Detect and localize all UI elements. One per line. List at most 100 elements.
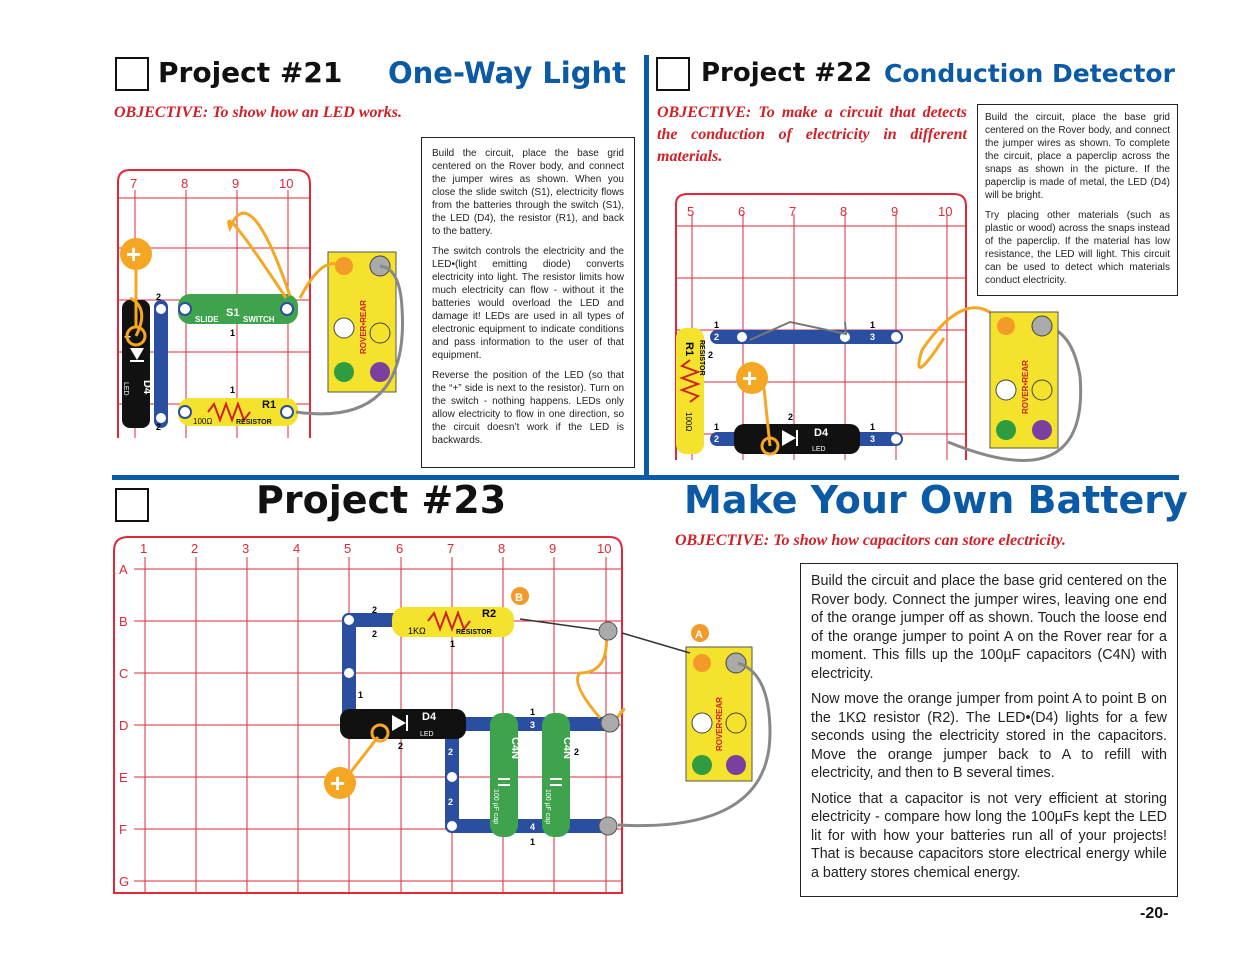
snap-number: 2: [156, 422, 161, 432]
snap-number: 2: [574, 747, 579, 757]
project22-subtitle: Conduction Detector: [884, 59, 1175, 88]
grid-col-label: 8: [181, 176, 188, 191]
grid-row-label: A: [119, 562, 128, 577]
resistor-r1-part: [178, 398, 298, 426]
paragraph: Try placing other materials (such as pla…: [985, 210, 1170, 286]
project21-checkbox[interactable]: [115, 57, 149, 91]
snap-number: 1: [358, 690, 363, 700]
point-b-marker: [511, 587, 529, 605]
capacitor-c4n-label: C4N: [561, 737, 573, 759]
snap-number: 2: [714, 332, 719, 342]
snap-number: 1: [230, 328, 235, 338]
plus-marker-icon: [736, 362, 768, 394]
rover-rear-label: ROVER•REAR: [1021, 360, 1030, 414]
project23-subtitle: Make Your Own Battery: [684, 478, 1188, 522]
grid-col-label: 7: [789, 204, 796, 219]
grid-col-label: 9: [891, 204, 898, 219]
grid-col-label: 7: [447, 541, 454, 556]
resistor-kohm-label: 1KΩ: [408, 626, 426, 636]
paragraph: Build the circuit, place the base grid c…: [985, 112, 1170, 201]
plus-sign: +: [742, 363, 757, 393]
grid-col-label: 9: [549, 541, 556, 556]
project23-circuit-diagram: 1 2 3 4 5 6 7 8 9 10 A B C D E F G 2 2 1…: [113, 536, 772, 894]
project22-instructions: Build the circuit, place the base grid c…: [977, 104, 1178, 296]
rover-rear-label: ROVER•REAR: [715, 697, 724, 751]
section-divider-horizontal: [112, 475, 1179, 480]
paragraph: The switch controls the electricity and …: [432, 246, 624, 361]
paragraph: Build the circuit, place the base grid c…: [432, 148, 624, 237]
project21-objective: OBJECTIVE: To show how an LED works.: [114, 104, 402, 121]
paragraph: Build the circuit and place the base gri…: [811, 573, 1167, 682]
plus-marker-icon: [120, 238, 152, 270]
snap-number: 4: [530, 822, 535, 832]
snap-number: 1: [530, 837, 535, 847]
grid-col-label: 3: [242, 541, 249, 556]
project23-title: Project #23: [256, 478, 507, 522]
slide-label: SLIDE: [195, 315, 219, 324]
plus-marker-icon: [324, 767, 356, 799]
capacitor-value-label: 100 µF cap: [492, 789, 499, 824]
snap-number: 3: [870, 332, 875, 342]
slide-switch-s1-part: [178, 294, 298, 324]
led-d4-label: D4: [141, 380, 153, 395]
snap-number: 1: [870, 320, 875, 330]
section-divider-vertical: [644, 55, 649, 475]
capacitor-c4n-part: [542, 713, 570, 837]
grid-row-label: F: [119, 822, 127, 837]
page-number: -20-: [1140, 905, 1169, 922]
switch-label: SWITCH: [243, 315, 275, 324]
resistor-r2-label: R2: [482, 608, 496, 620]
capacitor-value-label: 100 µF cap: [544, 789, 551, 824]
project22-circuit-diagram: 5 6 7 8 9 10 R1 RESISTOR 100Ω 1 2 1 3 2 …: [675, 193, 1083, 462]
snap-number: 2: [448, 797, 453, 807]
resistor-r1-label: R1: [683, 342, 695, 356]
project23-instructions: Build the circuit and place the base gri…: [800, 563, 1178, 897]
led-label: LED: [420, 731, 434, 738]
grid-col-label: 6: [396, 541, 403, 556]
led-d4-label: D4: [814, 427, 829, 439]
paragraph: Notice that a capacitor is not very effi…: [811, 790, 1167, 881]
snap-number: 1: [870, 422, 875, 432]
grid-row-label: G: [119, 874, 129, 889]
point-b-label: B: [515, 592, 523, 604]
grid-col-label: 4: [293, 541, 300, 556]
capacitor-c4n-part: [490, 713, 518, 837]
project22-objective: OBJECTIVE: To make a circuit that detect…: [657, 104, 967, 165]
resistor-ohm-label: 100Ω: [193, 417, 212, 426]
grid-col-label: 7: [130, 176, 137, 191]
snap-number: 1: [530, 707, 535, 717]
paragraph: Now move the orange jumper from point A …: [811, 691, 1167, 781]
grid-col-label: 5: [687, 204, 694, 219]
snap-number: 2: [448, 747, 453, 757]
project21-instructions: Build the circuit, place the base grid c…: [421, 137, 635, 468]
paragraph: Reverse the position of the LED (so that…: [432, 370, 624, 446]
rover-rear-label: ROVER•REAR: [359, 300, 368, 354]
project21-circuit-diagram: 7 8 9 10 + D4 LED SLIDE SWITCH S1 R1 100…: [117, 169, 405, 438]
resistor-r1-part: [676, 328, 704, 454]
led-label: LED: [812, 446, 826, 453]
snap-number: 2: [156, 292, 161, 302]
snap-number: 2: [372, 629, 377, 639]
project23-objective: OBJECTIVE: To show how capacitors can st…: [675, 532, 1066, 549]
grid-col-label: 2: [191, 541, 198, 556]
resistor-label: RESISTOR: [456, 629, 492, 636]
snap-number: 2: [714, 434, 719, 444]
grid-row-label: E: [119, 770, 128, 785]
snap-number: 2: [788, 412, 793, 422]
snap-number: 2: [372, 605, 377, 615]
project22-checkbox[interactable]: [656, 57, 690, 91]
snap-number: 2: [398, 741, 403, 751]
project23-checkbox[interactable]: [115, 488, 149, 522]
switch-s1-label: S1: [226, 307, 239, 319]
grid-row-label: D: [119, 718, 128, 733]
resistor-label: RESISTOR: [236, 419, 272, 426]
grid-col-label: 1: [140, 541, 147, 556]
plus-sign: +: [126, 239, 141, 269]
snap-number: 3: [530, 720, 535, 730]
grid-col-label: 9: [232, 176, 239, 191]
project21-subtitle: One-Way Light: [388, 56, 627, 90]
resistor-ohm-label: 100Ω: [684, 412, 693, 431]
resistor-r2-part: [392, 607, 514, 637]
point-a-label: A: [695, 629, 703, 641]
grid-row-label: C: [119, 666, 128, 681]
